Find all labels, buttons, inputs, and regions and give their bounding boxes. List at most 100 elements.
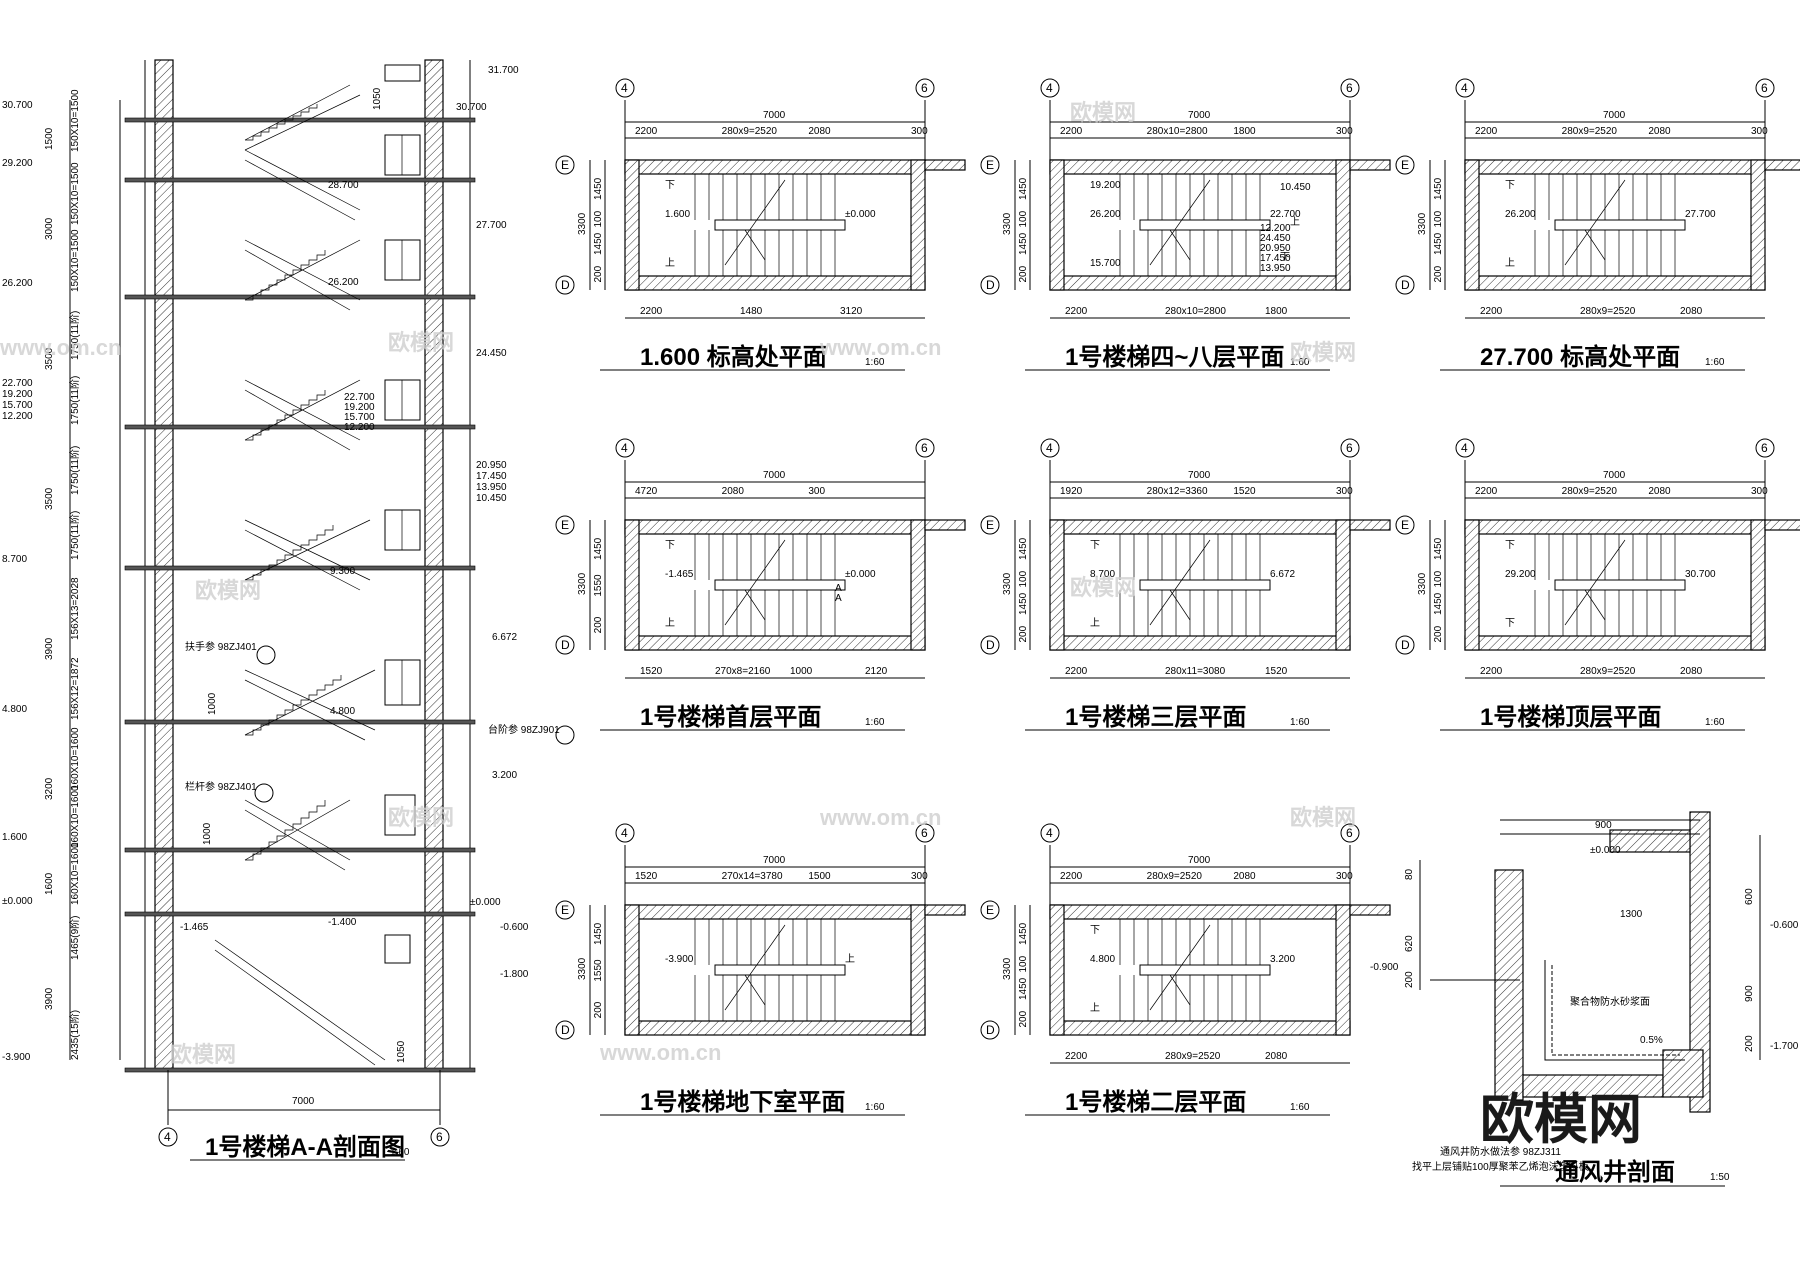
svg-text:3500: 3500 (44, 487, 55, 510)
plan-bottom-dim: 2200 (1480, 666, 1503, 677)
plan-bottom-dim: 1000 (790, 666, 813, 677)
plan-overall-dim: 7000 (763, 470, 786, 481)
plan-bottom-dim: 280x9=2520 (1165, 1051, 1221, 1062)
vent-dim-4: 200 (1744, 1035, 1755, 1052)
plan-overall-dim: 7000 (1188, 110, 1211, 121)
elev-right-9: 3.200 (492, 770, 517, 781)
plan-label: 10.450 (1280, 182, 1311, 193)
svg-text:欧模网: 欧模网 (1070, 575, 1136, 600)
vent-elev-3: -1.700 (1770, 1041, 1799, 1052)
plan-grid-side-top: E (1401, 158, 1409, 172)
plan-top-dim: 1920 (1060, 486, 1083, 497)
plan-top-dim: 300 (808, 486, 825, 497)
plan-label: 下 (1505, 180, 1515, 191)
plan-scale: 1:60 (865, 1102, 885, 1113)
plan-top-dim: 280x9=2520 (1562, 126, 1618, 137)
plan-label: 22.700 (1270, 209, 1301, 220)
plan-grid-top-left: 4 (1046, 81, 1053, 95)
plan-label: 24.450 (1260, 233, 1291, 244)
plan-side-dim: 1450 (1018, 922, 1029, 945)
plan-bottom-dim: 2200 (1065, 1051, 1088, 1062)
svg-text:160X10=1600: 160X10=1600 (70, 842, 81, 905)
svg-text:150X10=1500: 150X10=1500 (70, 162, 81, 225)
plan-bottom-dim: 1800 (1265, 306, 1288, 317)
section-aa (69, 59, 476, 1161)
plan-top-dim: 300 (1751, 126, 1768, 137)
plan-top-dim: 270x14=3780 (722, 871, 783, 882)
plan-grid-side-top: E (561, 903, 569, 917)
plan-side-dim: 1550 (593, 959, 604, 982)
plan-grid-side-bottom: D (1401, 278, 1410, 292)
plan-bottom-dim: 1520 (640, 666, 663, 677)
vent-title: 通风井剖面 (1555, 1158, 1675, 1186)
plan-side-dim: 100 (1018, 955, 1029, 972)
elev-left-4: 19.200 (2, 389, 33, 400)
plan-side-dim: 100 (1018, 570, 1029, 587)
plan-scale: 1:60 (865, 357, 885, 368)
plan-label: 上 (1290, 216, 1300, 228)
section-note-steps: 台阶参 98ZJ901 (488, 723, 560, 736)
plan-scale: 1:60 (1705, 357, 1725, 368)
plan-bottom-dim: 1520 (1265, 666, 1288, 677)
plan-grid-side-top: E (561, 158, 569, 172)
plan-top-dim: 300 (1336, 486, 1353, 497)
plan-label: 26.200 (1090, 209, 1121, 220)
section-step-dims: 150X10=1500 150X10=1500 150X10=1500 1750… (68, 89, 81, 1060)
plan-scale: 1:60 (865, 717, 885, 728)
vent-dim-6: 620 (1404, 935, 1415, 952)
plan-top-dim: 280x9=2520 (722, 126, 778, 137)
plan-label: 13.950 (1260, 263, 1291, 274)
svg-text:欧模网: 欧模网 (1290, 340, 1356, 365)
vent-dim-1: 1300 (1620, 909, 1643, 920)
plan-title: 1号楼梯首层平面 (640, 703, 821, 731)
section-title: 1号楼梯A-A剖面图 (205, 1133, 405, 1161)
plan-top-dim: 2200 (1060, 126, 1083, 137)
elev-in-4: 15.700 (344, 412, 375, 423)
plan-top-dim: 300 (1751, 486, 1768, 497)
plan-grid-side-bottom: D (561, 638, 570, 652)
plan-grid-side-bottom: D (986, 638, 995, 652)
plan-label: 下 (1090, 925, 1100, 936)
elev-right-12: -1.800 (500, 969, 529, 980)
svg-text:欧模网: 欧模网 (388, 330, 454, 355)
svg-text:1500: 1500 (44, 127, 55, 150)
plan-grid-top-left: 4 (1461, 441, 1468, 455)
elev-right-0: 31.700 (488, 65, 519, 76)
elev-right-4: 20.950 (476, 460, 507, 471)
svg-text:1750(11阶): 1750(11阶) (68, 511, 81, 560)
plan-label: 下 (1505, 618, 1515, 629)
plan-bottom-dim: 280x9=2520 (1580, 666, 1636, 677)
plan-title: 1号楼梯四~八层平面 (1065, 343, 1284, 371)
plan-label: 上 (665, 257, 675, 269)
plan-top-dim: 4720 (635, 486, 658, 497)
vent-elev-2: -0.900 (1370, 962, 1399, 973)
plan-grid-side-top: E (1401, 518, 1409, 532)
plan-top-dim: 2080 (722, 486, 745, 497)
plan-grid-top-left: 4 (621, 441, 628, 455)
elev-right-6: 13.950 (476, 482, 507, 493)
plan-top-dim: 1800 (1233, 126, 1256, 137)
plan-title: 1号楼梯三层平面 (1065, 703, 1246, 731)
svg-text:3900: 3900 (44, 987, 55, 1010)
elev-left-6: 12.200 (2, 411, 33, 422)
plan-grid-side-bottom: D (986, 278, 995, 292)
elev-in-7: 4.800 (330, 706, 355, 717)
plan-grid-top-right: 6 (1346, 441, 1353, 455)
svg-text:1465(9阶): 1465(9阶) (68, 916, 81, 960)
plan-bottom-dim: 2080 (1680, 666, 1703, 677)
plan-depth-dim: 3300 (577, 957, 588, 980)
plan-side-dim: 1450 (1018, 592, 1029, 615)
plan-bottom-dim: 2120 (865, 666, 888, 677)
elev-left-7: 8.700 (2, 554, 27, 565)
plan-label: 1.600 (665, 209, 690, 220)
svg-text:欧模网: 欧模网 (1070, 100, 1136, 125)
plan-label: 上 (845, 953, 855, 965)
vent-note-3: 找平上层铺贴100厚聚苯乙烯泡沫塑料板 (1412, 1160, 1589, 1173)
plan-side-dim: 200 (593, 616, 604, 633)
section-grid-left: 4 (164, 1130, 171, 1144)
plan-label: 15.700 (1090, 258, 1121, 269)
elev-in-2: 22.700 (344, 392, 375, 403)
